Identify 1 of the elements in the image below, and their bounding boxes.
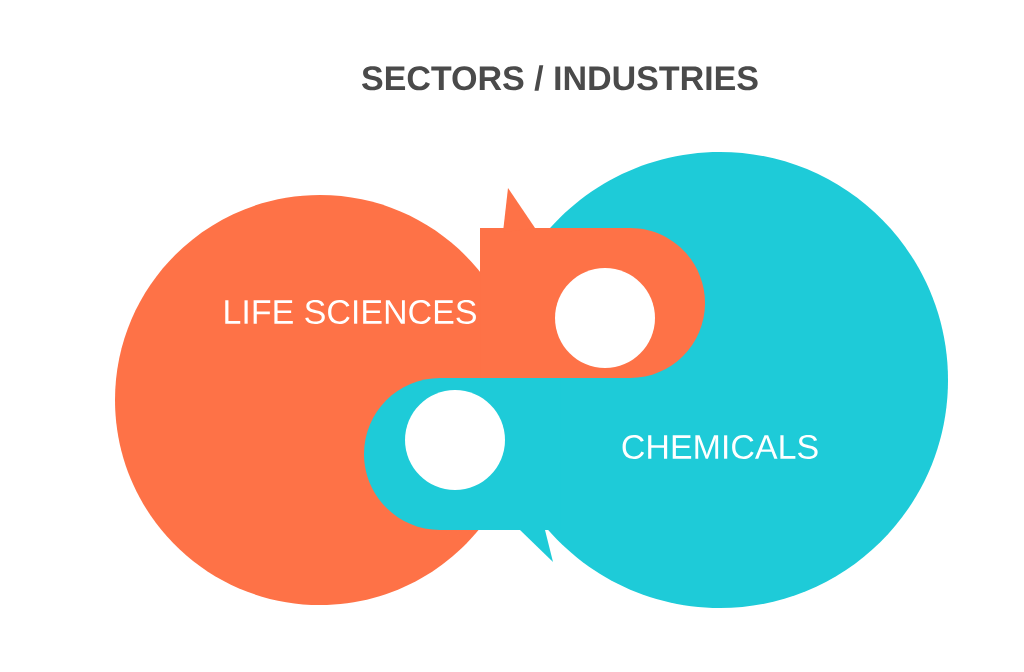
title: SECTORS / INDUSTRIES <box>362 65 758 91</box>
